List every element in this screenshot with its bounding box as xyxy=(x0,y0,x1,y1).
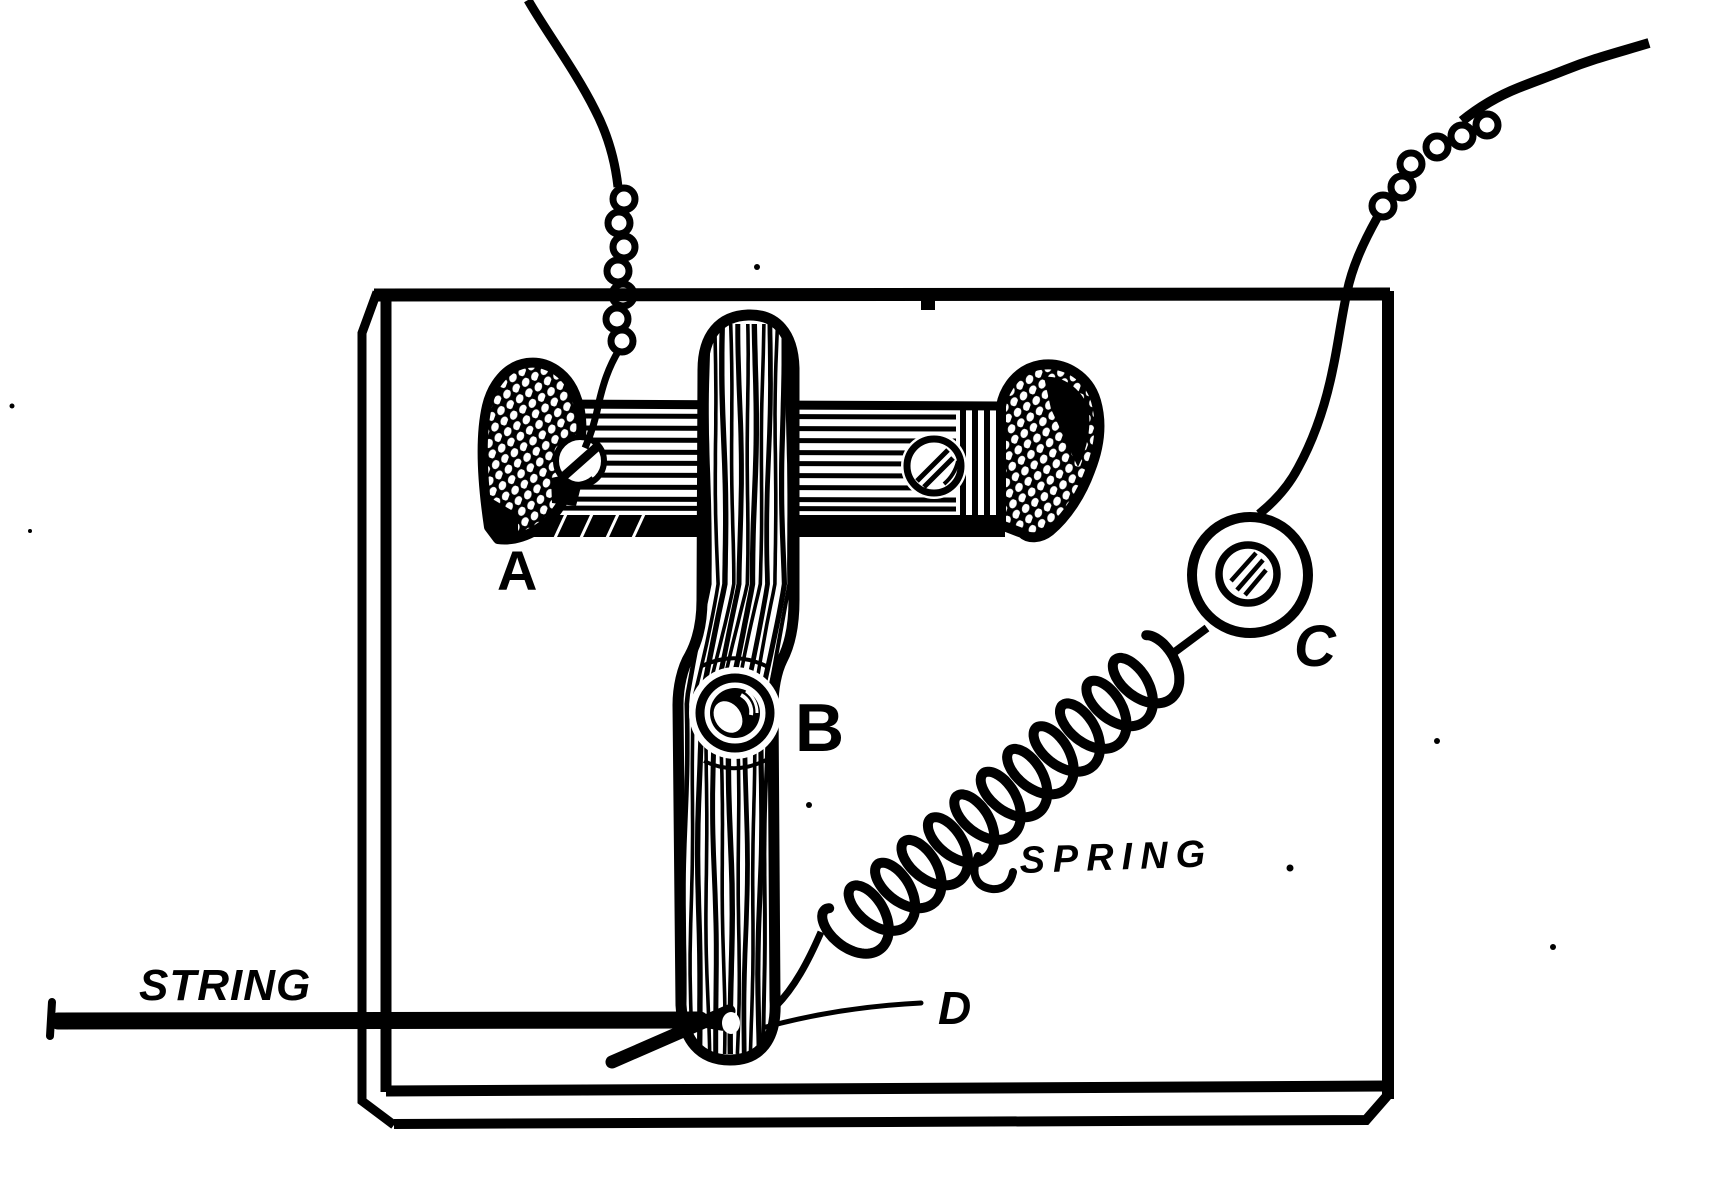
svg-text:B: B xyxy=(795,690,844,766)
svg-text:A: A xyxy=(497,539,537,602)
svg-text:C: C xyxy=(1294,614,1337,679)
svg-text:D: D xyxy=(938,982,971,1034)
svg-text:SPRING: SPRING xyxy=(1019,833,1214,882)
svg-text:STRING: STRING xyxy=(139,961,311,1010)
